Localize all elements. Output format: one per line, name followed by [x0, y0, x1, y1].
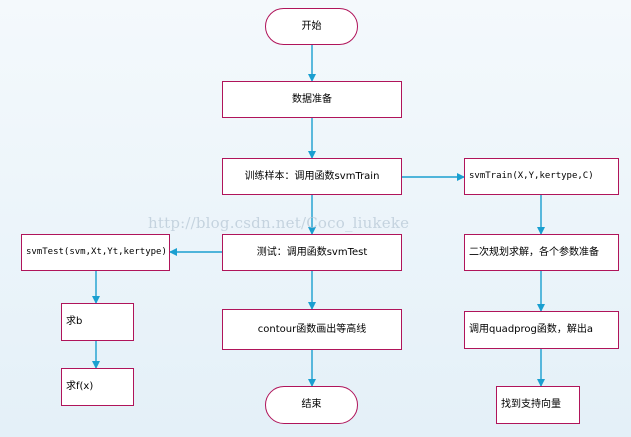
end-node: 结束	[265, 386, 358, 424]
qp-prep-node: 二次规划求解，各个参数准备	[464, 234, 619, 271]
solve-b-node: 求b	[61, 303, 134, 341]
svmtrain-call-node: svmTrain(X,Y,kertype,C)	[464, 158, 619, 195]
contour-node: contour函数画出等高线	[222, 309, 402, 350]
solve-fx-node: 求f(x)	[61, 368, 134, 406]
data-prep-node: 数据准备	[222, 81, 402, 118]
support-vectors-node: 找到支持向量	[496, 386, 580, 424]
svmtest-call-node: svmTest(svm,Xt,Yt,kertype)	[21, 234, 170, 271]
start-node: 开始	[265, 8, 358, 45]
test-node: 测试：调用函数svmTest	[222, 234, 402, 271]
quadprog-node: 调用quadprog函数，解出a	[464, 311, 619, 349]
train-node: 训练样本：调用函数svmTrain	[222, 158, 402, 195]
edges	[92, 45, 545, 387]
